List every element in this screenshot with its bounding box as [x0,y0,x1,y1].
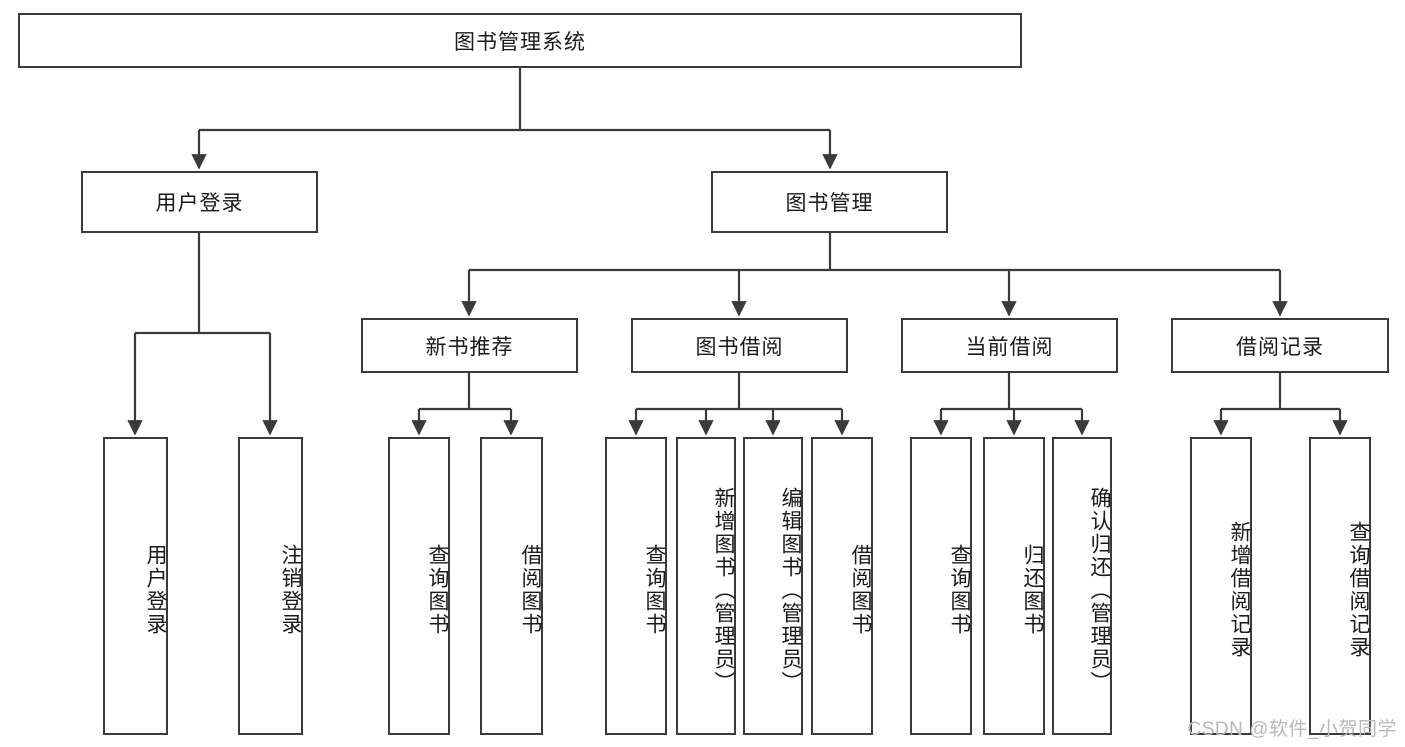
leaf-query-book-current-label: 查询图书 [948,544,971,636]
node-root-label: 图书管理系统 [454,30,586,54]
node-book-borrow-label: 图书借阅 [695,335,784,359]
node-book-management[interactable]: 图书管理 [711,171,948,233]
node-new-book-recommend-label: 新书推荐 [425,335,514,359]
node-root[interactable]: 图书管理系统 [18,13,1022,68]
leaf-logout[interactable]: 注销登录 [238,437,303,735]
leaf-confirm-return-admin[interactable]: 确认归还（管理员） [1052,437,1112,735]
leaf-add-borrow-record[interactable]: 新增借阅记录 [1190,437,1252,735]
leaf-add-book-admin[interactable]: 新增图书（管理员） [676,437,736,735]
node-user-login-label: 用户登录 [155,192,244,215]
leaf-query-book-current[interactable]: 查询图书 [910,437,972,735]
node-book-borrow[interactable]: 图书借阅 [631,318,848,373]
node-borrow-record[interactable]: 借阅记录 [1171,318,1389,373]
watermark: CSDN @软件_小贺同学 [1187,719,1397,740]
leaf-borrow-book-recommend-label: 借阅图书 [519,544,542,636]
leaf-query-borrow-record[interactable]: 查询借阅记录 [1309,437,1371,735]
node-borrow-record-label: 借阅记录 [1236,335,1324,359]
node-current-borrow[interactable]: 当前借阅 [901,318,1118,373]
leaf-query-book-recommend-label: 查询图书 [426,544,449,636]
leaf-query-borrow-record-label: 查询借阅记录 [1347,521,1370,659]
leaf-query-book-recommend[interactable]: 查询图书 [388,437,450,735]
leaf-logout-label: 注销登录 [279,544,302,636]
node-new-book-recommend[interactable]: 新书推荐 [361,318,578,373]
leaf-add-book-admin-label: 新增图书（管理员） [712,486,735,694]
leaf-query-book-borrow-label: 查询图书 [643,544,666,636]
leaf-user-login-label: 用户登录 [144,544,167,636]
leaf-user-login[interactable]: 用户登录 [103,437,168,735]
leaf-confirm-return-admin-label: 确认归还（管理员） [1088,486,1111,694]
leaf-edit-book-admin[interactable]: 编辑图书（管理员） [743,437,803,735]
leaf-borrow-book-recommend[interactable]: 借阅图书 [480,437,543,735]
leaf-add-borrow-record-label: 新增借阅记录 [1228,521,1251,659]
leaf-borrow-book[interactable]: 借阅图书 [811,437,873,735]
node-user-login[interactable]: 用户登录 [81,171,318,233]
node-book-management-label: 图书管理 [785,192,874,215]
leaf-return-book-label: 归还图书 [1021,544,1044,636]
node-current-borrow-label: 当前借阅 [965,335,1054,359]
leaf-borrow-book-label: 借阅图书 [849,544,872,636]
leaf-edit-book-admin-label: 编辑图书（管理员） [779,486,802,694]
leaf-query-book-borrow[interactable]: 查询图书 [605,437,667,735]
leaf-return-book[interactable]: 归还图书 [983,437,1045,735]
